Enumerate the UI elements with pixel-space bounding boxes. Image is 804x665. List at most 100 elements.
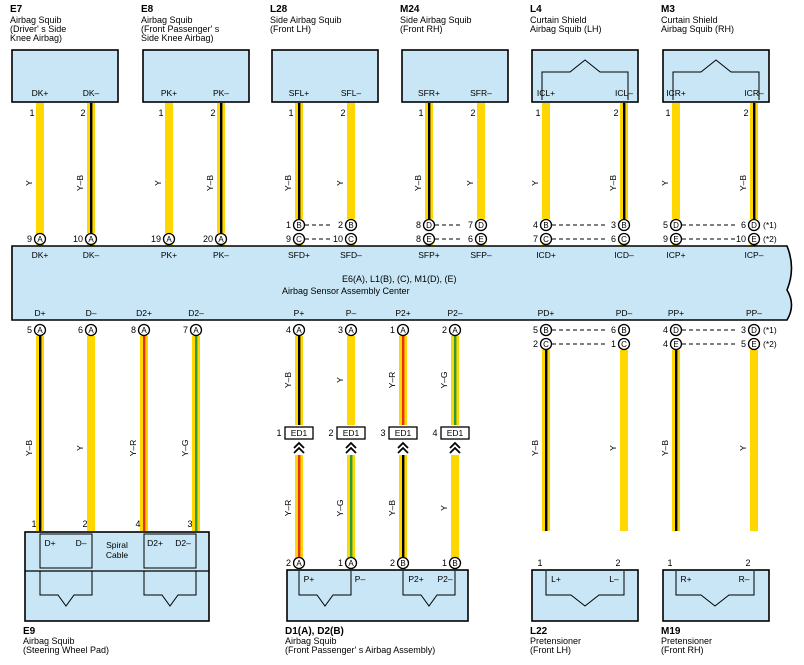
top-component-box [271,49,379,103]
ecu-connector-circle [617,337,631,351]
wire-stripe [428,103,431,219]
component-code: E9 [23,626,36,637]
ecu-connector-circle [474,218,488,232]
top-wire [425,103,433,219]
inner-connector-outline [541,59,629,100]
pin-label: SFR+ [418,88,440,98]
top-wire [36,103,44,233]
ecu-connector-circle [617,232,631,246]
wire-color-label: Y–B [530,440,540,456]
bottom-wire [451,336,459,425]
ed1-label: ED1 [343,428,360,438]
ecu-pin-number: 5 [741,339,746,349]
ecu-pin-label: ICD– [614,250,634,260]
ecu-pin-number: 8 [131,325,136,335]
top-component-box [142,49,250,103]
pin-label: DK– [83,88,100,98]
wire-stripe [402,455,405,558]
connector-letter: C [543,235,549,244]
pin-label: SFL+ [289,88,310,98]
ecu-connector-circle [344,218,358,232]
ecu-pin-label: ICP– [745,250,764,260]
wire-body [347,336,355,425]
ecu-connector-circle [422,218,436,232]
wire-color-label: Y [530,180,540,186]
ed1-pin-number: 1 [276,428,281,438]
pin-label: D2+ [147,538,163,548]
pin-number: 2 [613,108,618,118]
ecu-pin-label: PD+ [538,308,555,318]
ed1-pin-number: 2 [328,428,333,438]
component-name: Knee Airbag) [10,33,62,43]
pin-label: DK+ [32,88,49,98]
wire-color-label: Y [75,445,85,451]
ecu-pin-number: 4 [663,339,668,349]
pin-number: 2 [743,108,748,118]
connector-letter: E [673,340,678,349]
ecu-pin-number: 3 [741,325,746,335]
top-wire [672,103,680,219]
ecu-pin-number: 3 [611,220,616,230]
component-name: Airbag Squib [10,15,62,25]
component-code: L22 [530,626,548,637]
ecu-pin-label: DK+ [32,250,49,260]
wire-body [750,350,758,531]
pin-label: PK+ [161,88,177,98]
connector-letter: A [296,326,302,335]
ecu-connector-circle [669,323,683,337]
wire-stripe [39,336,42,531]
bottom-wire [347,336,355,425]
pin-label: SFR– [470,88,492,98]
wire-body [36,103,44,233]
connector-letter: A [166,235,172,244]
bottom-wire [399,455,407,558]
wire-stripe [220,103,223,233]
ecu-connector-circle [344,323,358,337]
ecu-pin-number: 8 [416,234,421,244]
ecu-connector-circle [747,323,761,337]
connector-letter: D [673,221,679,230]
pin-label: L+ [551,574,561,584]
connector-letter: D [478,221,484,230]
wire-stripe [298,336,301,425]
component-code: M19 [661,626,681,637]
ecu-pin-label: D– [86,308,97,318]
component-code: L4 [530,4,542,15]
ecu-pin-number: 19 [151,234,161,244]
component-name: (Driver' s Side [10,24,66,34]
ecu-pin-number: 7 [468,220,473,230]
inner-connector-outline [402,571,456,607]
pin-number: 1 [29,108,34,118]
wire-color-label: Y [24,180,34,186]
ecu-pin-number: 10 [73,234,83,244]
component-name: (Front Passenger' s [141,24,220,34]
wire-color-label: Y [335,180,345,186]
pin-number: 1 [667,558,672,568]
ecu-connector-circle [617,323,631,337]
pin-label: P– [355,574,366,584]
ecu-pin-label: P2– [447,308,462,318]
bottom-wire [347,455,355,558]
connector-letter: B [400,559,405,568]
inner-connector-outline [143,571,197,607]
pin-label: PK– [213,88,229,98]
connector-letter: A [37,326,43,335]
wire-color-label: Y–B [205,175,215,191]
top-wire [750,103,758,219]
wire-stripe [298,455,301,558]
wire-color-label: Y [153,180,163,186]
component-name: Curtain Shield [530,15,587,25]
ecu-pin-number: 4 [663,325,668,335]
pin-label: ICL+ [537,88,555,98]
bottom-wire [295,455,303,558]
pin-number: 2 [390,558,395,568]
connector-letter: C [348,235,354,244]
pin-label: P2+ [408,574,423,584]
connector-letter: C [621,340,627,349]
wire-color-label: Y–B [283,372,293,388]
ecu-connector-circle [344,232,358,246]
ed1-label: ED1 [447,428,464,438]
wire-color-label: Y–B [738,175,748,191]
inner-connector-outline [672,59,760,100]
